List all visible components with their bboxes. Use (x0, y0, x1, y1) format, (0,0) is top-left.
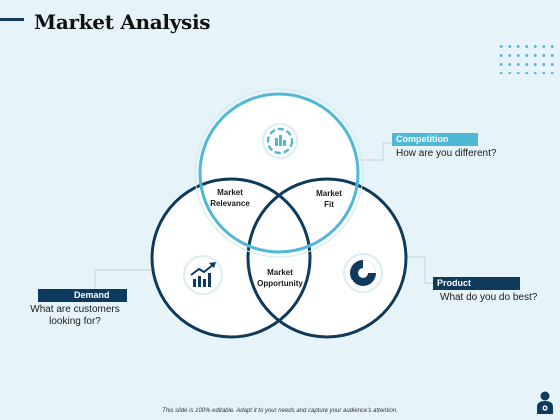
demand-description: What are customers looking for? (30, 304, 120, 327)
analytics-icon (262, 123, 298, 159)
demand-circle (150, 177, 312, 339)
demand-tag: Demand (38, 289, 127, 302)
product-connector (405, 256, 433, 284)
market-fit-label-line2: Fit (324, 200, 334, 209)
title-accent-bar (0, 18, 24, 21)
market-fit-label-line1: Market (316, 189, 342, 198)
pie-chart-icon (343, 253, 383, 293)
competition-description: How are you different? (396, 148, 497, 159)
demand-connector (94, 269, 153, 289)
product-description: What do you do best? (440, 292, 538, 303)
competition-tag: Competition (392, 133, 478, 146)
competition-circle (198, 92, 360, 254)
dot-pattern (497, 42, 557, 74)
growth-chart-icon (183, 255, 223, 295)
footer-note: This slide is 100% editable. Adapt it to… (162, 408, 398, 414)
market-opportunity-label-line1: Market (267, 268, 293, 277)
product-tag: Product (433, 277, 520, 290)
product-circle (246, 177, 408, 339)
market-relevance-label-line1: Market (217, 188, 243, 197)
market-opportunity-label-line2: Opportunity (257, 279, 303, 288)
page-title: Market Analysis (34, 10, 211, 34)
person-icon (537, 391, 553, 414)
competition-connector (358, 142, 392, 161)
market-relevance-label-line2: Relevance (210, 199, 250, 208)
